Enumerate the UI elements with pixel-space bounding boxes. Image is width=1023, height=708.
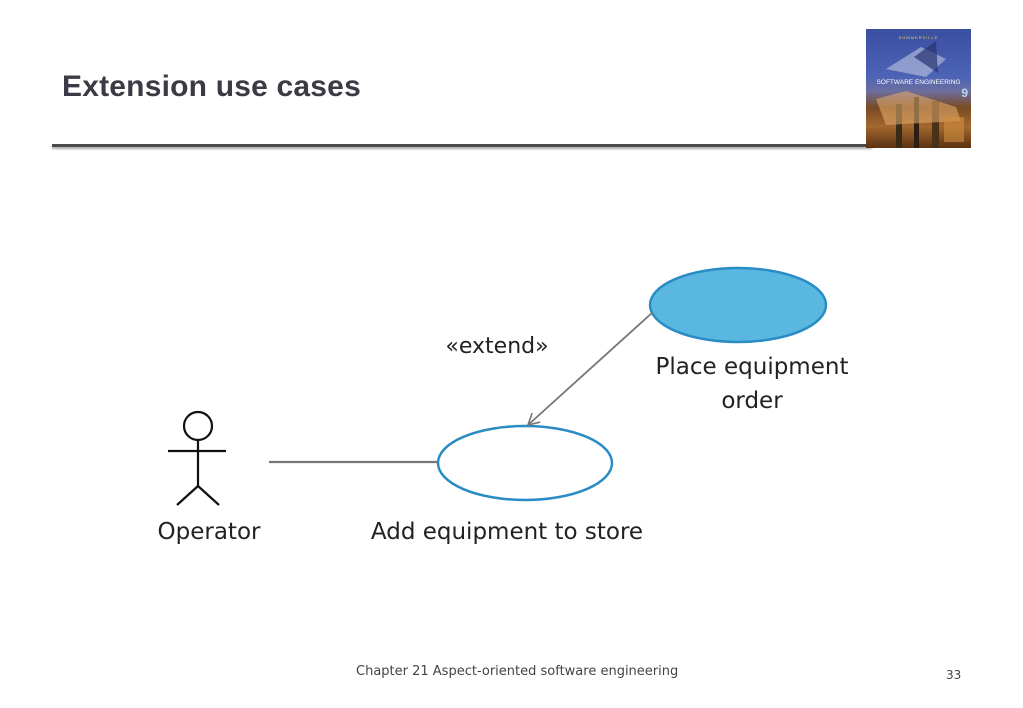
extending-use-case-label-line2: order <box>721 388 783 414</box>
extending-use-case-label-line1: Place equipment <box>656 354 849 380</box>
title-divider <box>52 144 872 147</box>
page-number: 33 <box>946 668 962 682</box>
cover-title: SOFTWARE ENGINEERING <box>876 79 961 86</box>
actor-label: Operator <box>158 519 261 545</box>
actor-head <box>182 410 214 442</box>
cover-edition: 9 <box>961 86 968 100</box>
extend-relationship-arrow <box>526 311 654 427</box>
book-cover-image: SOMMERVILLE SOFTWARE ENGINEERING 9 <box>866 29 971 148</box>
actor-operator <box>168 410 226 506</box>
use-case-add-equipment <box>436 424 614 502</box>
footer-chapter-text: Chapter 21 Aspect-oriented software engi… <box>356 664 679 679</box>
base-use-case-label: Add equipment to store <box>371 519 643 545</box>
actor-left-leg <box>176 485 199 506</box>
cover-author: SOMMERVILLE <box>898 35 939 40</box>
use-case-place-equipment-order <box>648 266 828 344</box>
actor-right-leg <box>197 485 220 506</box>
slide-title: Extension use cases <box>62 70 361 103</box>
extend-stereotype-label: «extend» <box>445 334 548 359</box>
cover-artwork <box>876 41 964 148</box>
